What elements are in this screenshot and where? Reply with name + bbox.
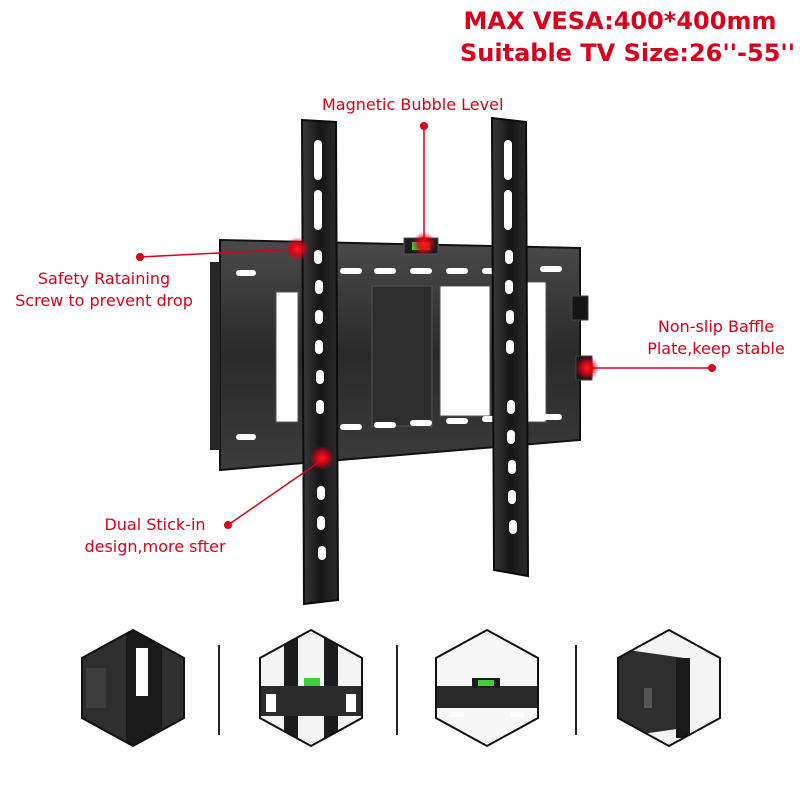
hook-detail-thumbnail	[81, 628, 185, 748]
callout-markers	[136, 122, 716, 529]
wall-plate	[210, 238, 593, 472]
bubble-level-detail-thumbnail	[259, 628, 363, 748]
stick-in-label: Dual Stick-in design,more sfter	[84, 515, 226, 556]
safety-screw-label: Safety Rataining Screw to prevent drop	[15, 269, 193, 310]
callout-leader-lines	[139, 128, 712, 526]
tv-mount-bracket-illustration	[136, 116, 716, 606]
thumbnail-divider	[218, 645, 220, 735]
bubble-level-label: Magnetic Bubble Level	[322, 95, 504, 114]
baffle-corner-detail-thumbnail	[617, 628, 721, 748]
thumbnail-divider	[575, 645, 577, 735]
max-vesa-spec: MAX VESA:400*400mm	[463, 7, 777, 35]
right-vertical-arm	[490, 116, 530, 578]
baffle-plate-label: Non-slip Baffle Plate,keep stable	[647, 317, 785, 358]
crossbar-level-detail-thumbnail	[435, 628, 539, 748]
tv-size-spec: Suitable TV Size:26''-55''	[460, 39, 796, 67]
left-vertical-arm	[300, 118, 340, 606]
thumbnail-divider	[396, 645, 398, 735]
